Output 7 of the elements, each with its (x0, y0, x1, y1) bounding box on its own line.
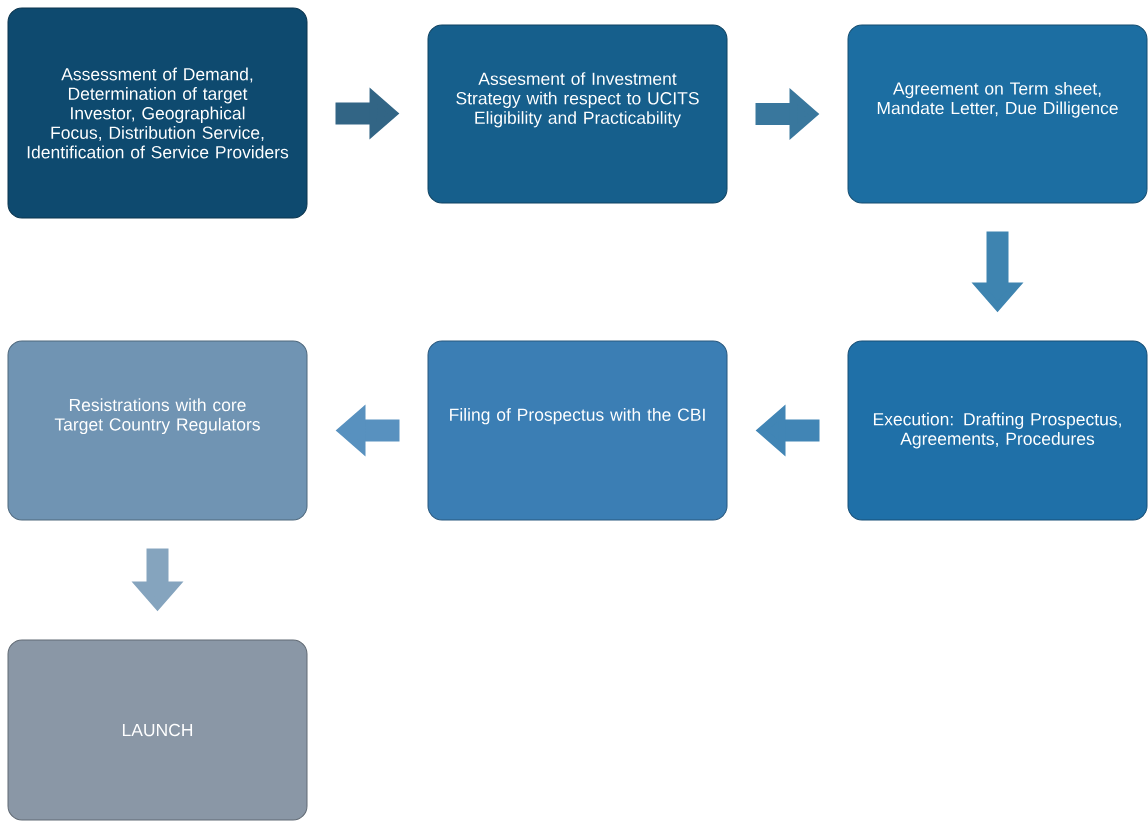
process-box: Resistrations with core Target Country Regulators (7, 340, 308, 521)
process-box: Assessment of Demand, Determination of target Investor, Geographical Focus, Distribution Service, Identification of Service Providers (7, 7, 308, 219)
process-box: Agreement on Term sheet, Mandate Letter, Due Dilligence (847, 24, 1148, 204)
process-box: Assesment of Investment Strategy with respect to UCITS Eligibility and Practicability (427, 24, 728, 204)
process-box: LAUNCH (7, 639, 308, 821)
process-box: Filing of Prospectus with the CBI (427, 340, 728, 521)
process-box: Execution: Drafting Prospectus, Agreements, Procedures (847, 340, 1148, 521)
